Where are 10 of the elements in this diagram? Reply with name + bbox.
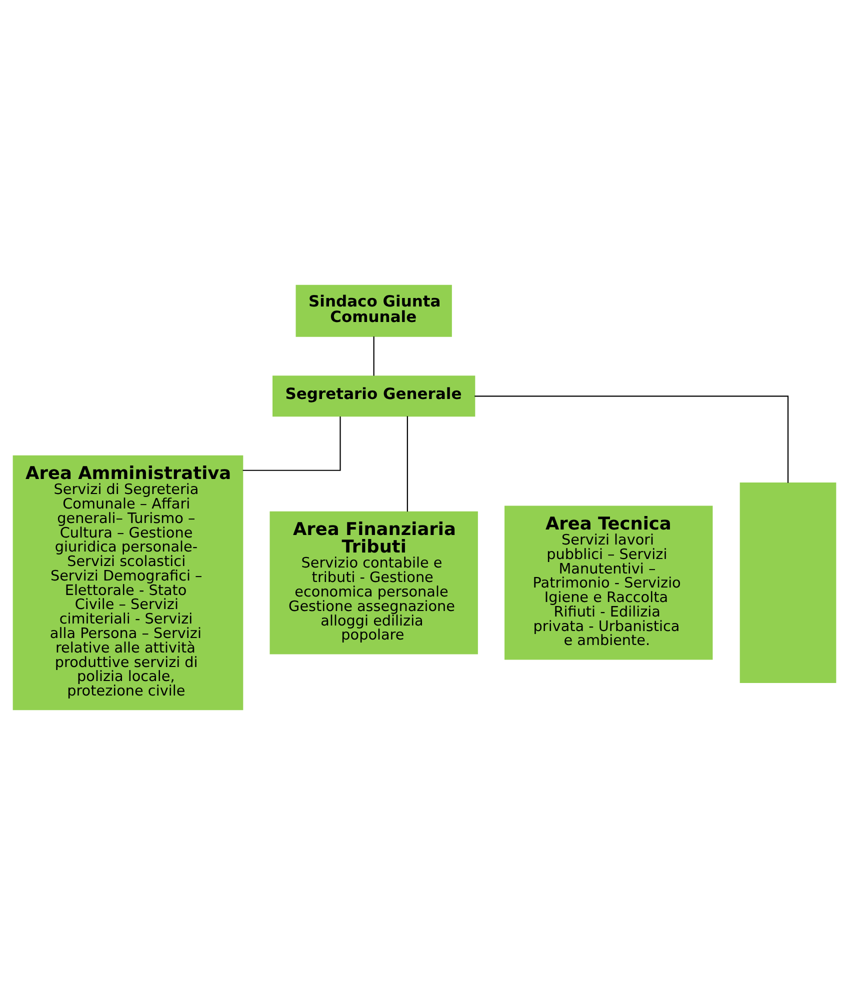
- node-box: [740, 482, 836, 682]
- node-box: Sindaco Giunta Comunale: [296, 284, 452, 336]
- connector: [474, 395, 789, 482]
- connector: [406, 416, 408, 512]
- node-box: Area Amministrativa Servizi di Segreteria Comunale – Affari generali– Turismo – Cultura – Gestione giuridica personale- Servizi scolastici Servizi Demografici – Elettorale - Stato Civile – Servizi cimiteriali - Servizi alla Persona – Servizi relative alle attività produttive servizi di polizia locale, protezione civile: [12, 454, 244, 710]
- connector: [373, 336, 374, 376]
- node-box: Area Finanziaria Tributi Servizio contabile e tributi - Gestione economica personale Gestione assegnazione alloggi edilizia popolare: [270, 510, 478, 654]
- node-box: Area Tecnica Servizi lavori pubblici – Servizi Manutentivi – Patrimonio - Servizio Igiene e Raccolta Rifiuti - Edilizia privata - Urbanistica e ambiente.: [504, 505, 713, 660]
- connector: [242, 416, 341, 470]
- node-box: Segretario Generale: [272, 375, 476, 416]
